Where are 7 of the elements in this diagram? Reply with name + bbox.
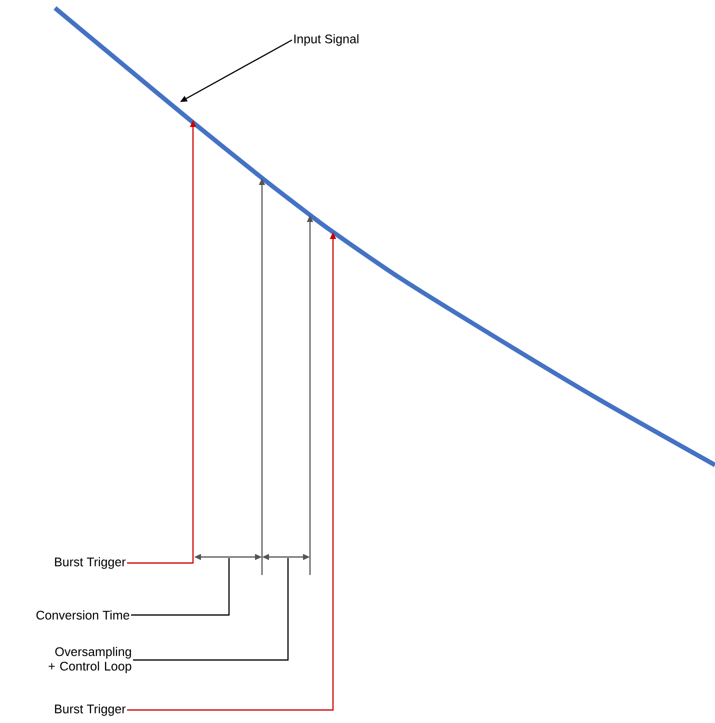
signal-label: Burst Trigger <box>55 704 126 716</box>
signal-label: Conversion Time <box>36 610 130 620</box>
signal-label: Input Signal <box>294 34 358 46</box>
leader-line <box>133 558 289 661</box>
signal-label: Burst Trigger <box>55 557 126 569</box>
leader-line <box>131 558 230 616</box>
signal-label: Oversampling + Control Loop <box>48 646 132 674</box>
